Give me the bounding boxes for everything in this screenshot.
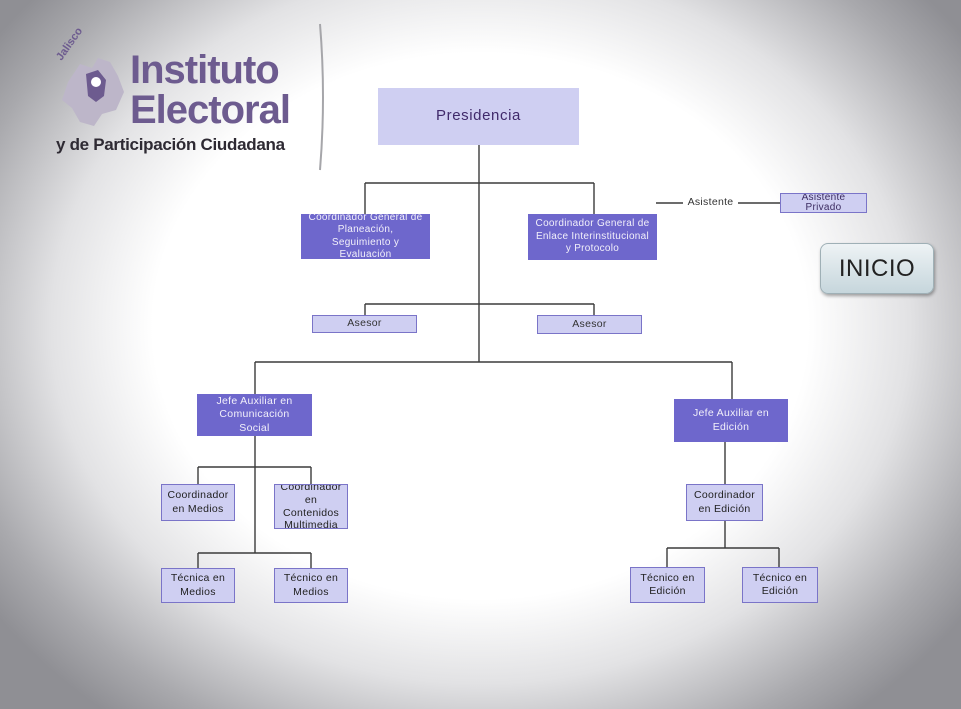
asesor-box-1: Asesor (312, 315, 417, 333)
tecnico-edicion-box-1: Técnico en Edición (630, 567, 705, 603)
coordinador-enlace-box: Coordinador General de Enlace Interinsti… (528, 214, 657, 260)
coordinador-edicion-box: Coordinador en Edición (686, 484, 763, 521)
tecnico-medios-box: Técnico en Medios (274, 568, 348, 603)
coordinador-medios-box: Coordinador en Medios (161, 484, 235, 521)
logo-title-line2: Electoral (130, 88, 291, 132)
institute-logo: Jalisco Instituto Electoral y de Partici… (50, 25, 300, 160)
asistente-box: Asistente (687, 196, 734, 209)
coordinador-contenidos-box: Coordinador en Contenidos Multimedia (274, 484, 348, 529)
inicio-button[interactable]: INICIO (820, 243, 934, 294)
jefe-comunicacion-box: Jefe Auxiliar en Comunicación Social (197, 394, 312, 436)
asesor-box-2: Asesor (537, 315, 642, 334)
logo-subtitle: y de Participación Ciudadana (56, 135, 285, 154)
logo-title-line1: Instituto (130, 48, 280, 92)
tecnico-edicion-box-2: Técnico en Edición (742, 567, 818, 603)
presidencia-box: Presidencia (378, 88, 579, 145)
logo-divider (319, 23, 324, 171)
asistente-privado-box: Asistente Privado (780, 193, 867, 213)
tecnica-medios-box: Técnica en Medios (161, 568, 235, 603)
jefe-edicion-box: Jefe Auxiliar en Edición (674, 399, 788, 442)
coordinador-planeacion-box: Coordinador General de Planeación, Segui… (301, 214, 430, 259)
jalisco-map-icon (62, 58, 124, 126)
